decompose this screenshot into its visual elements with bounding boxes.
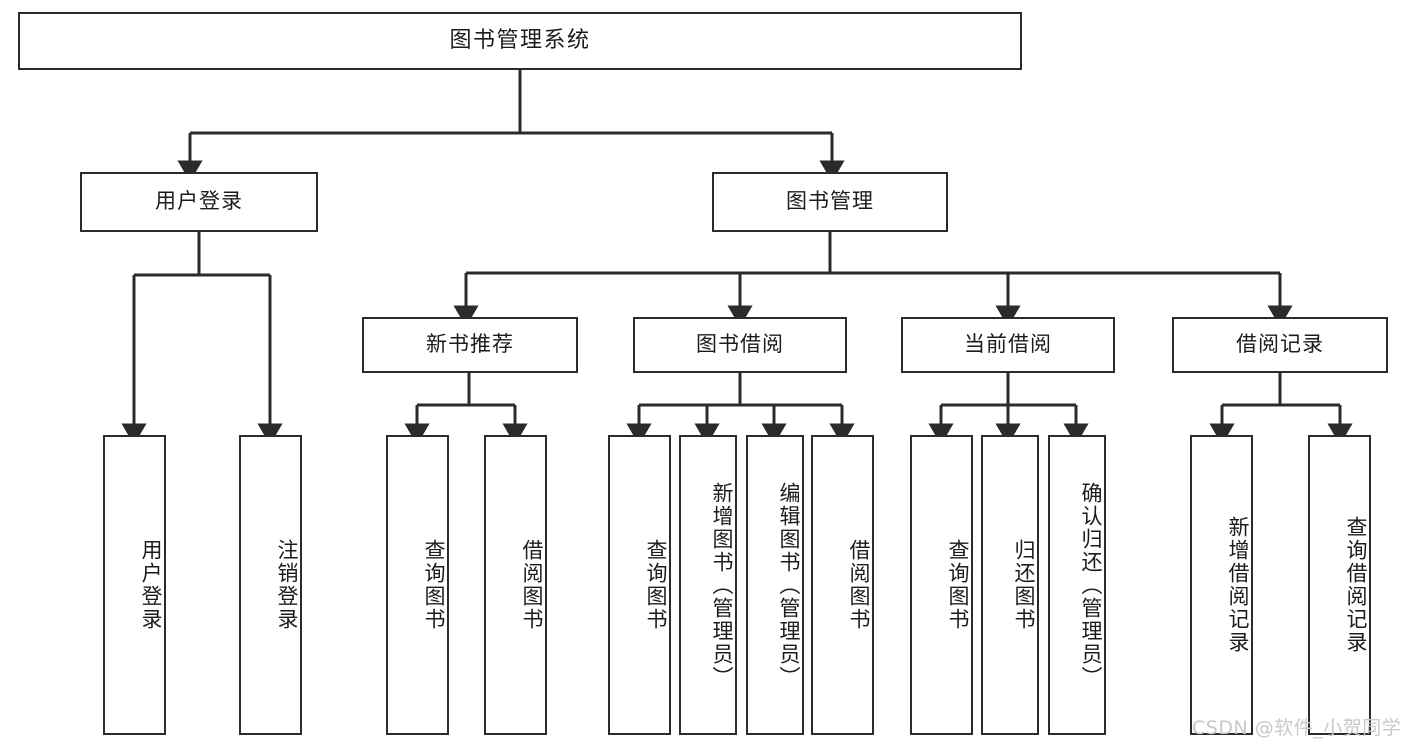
leaf-confirm-return-admin[interactable]: 确认归还（管理员） <box>1048 435 1106 735</box>
node-label: 归还图书 <box>1012 539 1036 631</box>
leaf-logout-login[interactable]: 注销登录 <box>239 435 302 735</box>
node-label: 图书管理系统 <box>449 27 591 53</box>
node-current-borrow[interactable]: 当前借阅 <box>901 317 1115 373</box>
leaf-borrow-book-new-recommend[interactable]: 借阅图书 <box>484 435 547 735</box>
node-label: 图书管理 <box>786 189 874 214</box>
node-label: 查询图书 <box>644 539 668 631</box>
leaf-return-book[interactable]: 归还图书 <box>981 435 1039 735</box>
node-book-borrow[interactable]: 图书借阅 <box>633 317 847 373</box>
leaf-add-borrow-record[interactable]: 新增借阅记录 <box>1190 435 1253 735</box>
node-label: 借阅记录 <box>1236 332 1324 357</box>
node-label: 图书借阅 <box>696 332 784 357</box>
node-label: 新增图书（管理员） <box>710 481 734 689</box>
leaf-borrow-book-borrow[interactable]: 借阅图书 <box>811 435 874 735</box>
leaf-edit-book-admin[interactable]: 编辑图书（管理员） <box>746 435 804 735</box>
node-label: 借阅图书 <box>520 539 544 631</box>
node-label: 用户登录 <box>155 189 243 214</box>
node-label: 新增借阅记录 <box>1226 516 1250 654</box>
node-label: 确认归还（管理员） <box>1079 481 1103 689</box>
node-book-management[interactable]: 图书管理 <box>712 172 948 232</box>
csdn-watermark: CSDN @软件_小贺同学 <box>1192 717 1402 739</box>
node-label: 用户登录 <box>139 539 163 631</box>
leaf-query-book-current[interactable]: 查询图书 <box>910 435 973 735</box>
node-label: 查询图书 <box>946 539 970 631</box>
node-new-book-recommend[interactable]: 新书推荐 <box>362 317 578 373</box>
node-label: 新书推荐 <box>426 332 514 357</box>
leaf-query-book-new-recommend[interactable]: 查询图书 <box>386 435 449 735</box>
node-user-login[interactable]: 用户登录 <box>80 172 318 232</box>
node-label: 查询图书 <box>422 539 446 631</box>
leaf-query-book-borrow[interactable]: 查询图书 <box>608 435 671 735</box>
node-label: 注销登录 <box>275 539 299 631</box>
node-label: 当前借阅 <box>964 332 1052 357</box>
leaf-user-login[interactable]: 用户登录 <box>103 435 166 735</box>
leaf-add-book-admin[interactable]: 新增图书（管理员） <box>679 435 737 735</box>
node-label: 借阅图书 <box>847 539 871 631</box>
node-borrow-record[interactable]: 借阅记录 <box>1172 317 1388 373</box>
node-root-book-management-system[interactable]: 图书管理系统 <box>18 12 1022 70</box>
node-label: 编辑图书（管理员） <box>777 481 801 689</box>
node-label: 查询借阅记录 <box>1344 516 1368 654</box>
leaf-query-borrow-record[interactable]: 查询借阅记录 <box>1308 435 1371 735</box>
